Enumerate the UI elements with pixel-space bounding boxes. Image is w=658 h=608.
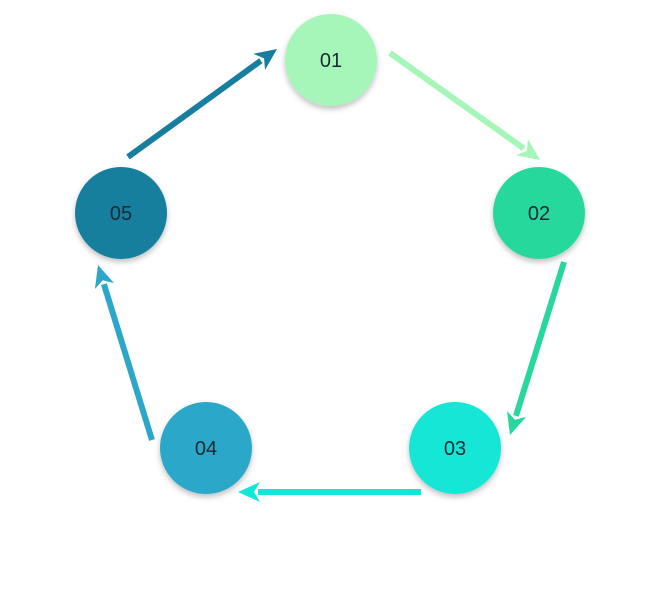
node-04: 04 bbox=[160, 402, 252, 494]
arrow-shaft bbox=[101, 283, 155, 441]
node-circle bbox=[493, 167, 585, 259]
arrow-shaft bbox=[388, 50, 526, 151]
arrow-02-to-03 bbox=[507, 261, 567, 435]
arrow-shaft bbox=[126, 58, 263, 160]
arrow-head bbox=[253, 49, 277, 71]
arrow-head bbox=[507, 411, 527, 435]
node-05: 05 bbox=[75, 167, 167, 259]
node-label: 03 bbox=[444, 438, 466, 460]
arrow-shaft bbox=[513, 261, 567, 417]
node-circle bbox=[160, 402, 252, 494]
arrow-head bbox=[238, 482, 260, 502]
nodes-layer: 01 02 03 04 05 bbox=[75, 14, 585, 494]
arrow-01-to-02 bbox=[388, 50, 540, 160]
node-label: 05 bbox=[110, 203, 132, 225]
node-label: 02 bbox=[528, 203, 550, 225]
node-03: 03 bbox=[409, 402, 501, 494]
arrow-04-to-05 bbox=[94, 265, 155, 441]
node-label: 04 bbox=[195, 438, 217, 460]
arrows-layer bbox=[94, 49, 567, 502]
arrow-05-to-01 bbox=[126, 49, 277, 160]
node-01: 01 bbox=[285, 14, 377, 106]
node-circle bbox=[285, 14, 377, 106]
node-circle bbox=[409, 402, 501, 494]
arrow-head bbox=[516, 139, 540, 160]
arrow-03-to-04 bbox=[238, 482, 421, 502]
node-label: 01 bbox=[320, 50, 342, 72]
node-02: 02 bbox=[493, 167, 585, 259]
arrow-head bbox=[94, 265, 115, 289]
node-circle bbox=[75, 167, 167, 259]
